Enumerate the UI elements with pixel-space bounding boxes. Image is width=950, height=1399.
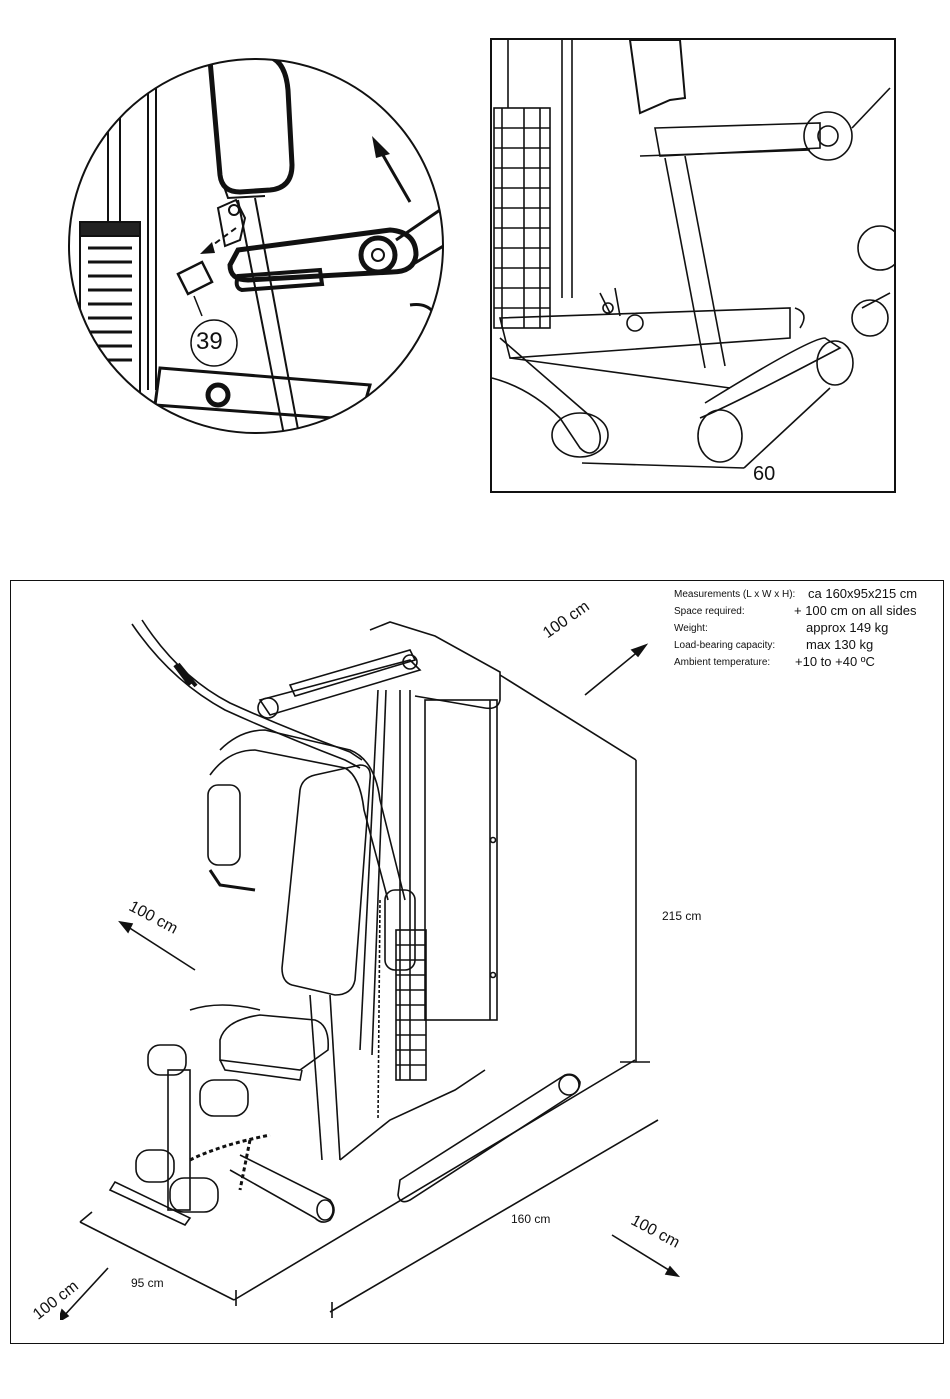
height-dimension-label: 215 cm — [662, 909, 701, 923]
spec-value-load: max 130 kg — [806, 637, 873, 652]
spec-label-weight: Weight: — [674, 623, 708, 634]
home-gym-drawing — [60, 600, 780, 1320]
part-number-60: 60 — [753, 463, 775, 486]
detail-circle-left — [60, 50, 450, 440]
spec-value-space: + 100 cm on all sides — [794, 603, 916, 618]
width-dimension-label: 95 cm — [131, 1276, 164, 1290]
spec-value-measurements: ca 160x95x215 cm — [808, 586, 917, 601]
part-number-39: 39 — [196, 328, 223, 356]
spec-value-weight: approx 149 kg — [806, 620, 888, 635]
spec-label-load: Load-bearing capacity: — [674, 640, 775, 651]
length-dimension-label: 160 cm — [511, 1212, 550, 1226]
spec-label-space: Space required: — [674, 606, 745, 617]
detail-box-right — [490, 38, 896, 493]
spec-label-measurements: Measurements (L x W x H): — [674, 589, 795, 600]
spec-value-temperature: +10 to +40 ºC — [795, 654, 875, 669]
spec-label-temperature: Ambient temperature: — [674, 657, 770, 668]
